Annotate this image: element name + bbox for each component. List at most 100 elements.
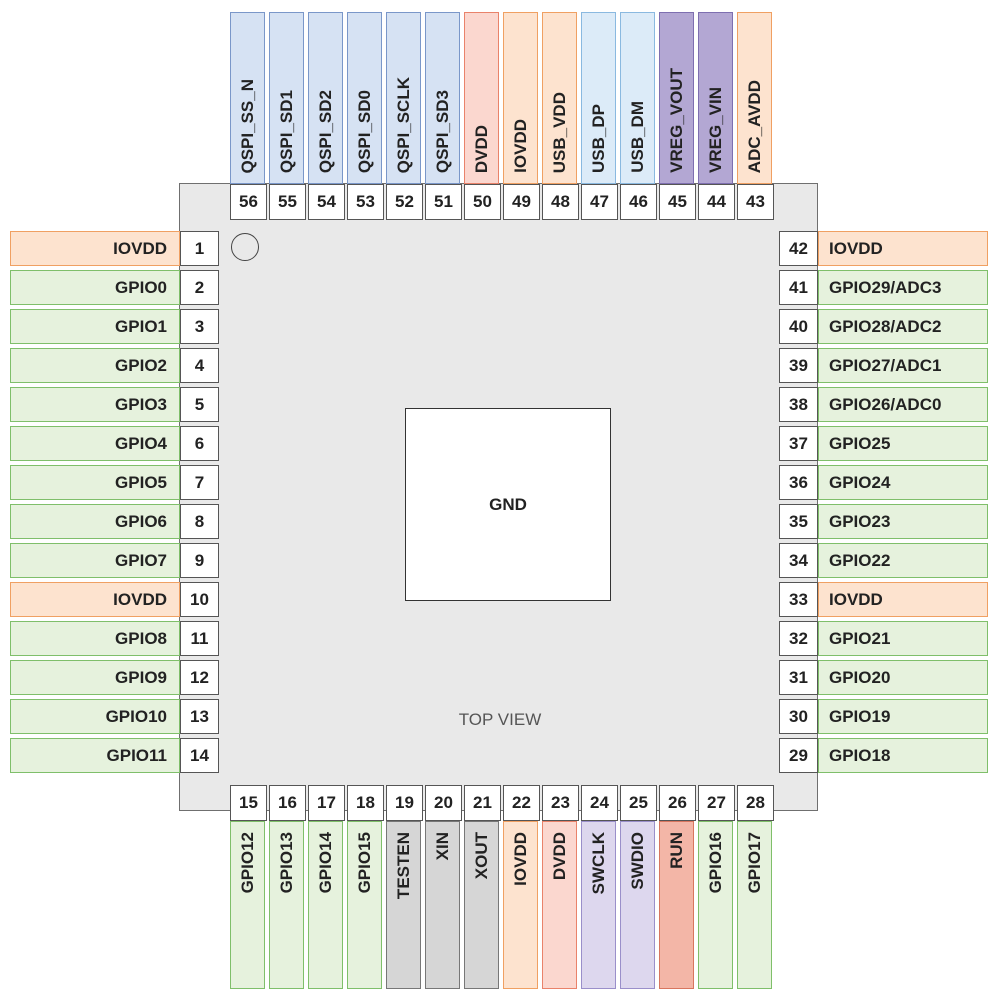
pin-label-text: ADC_AVDD <box>744 79 764 173</box>
pin-label-text: IOVDD <box>510 119 530 173</box>
pin-label: XIN <box>425 821 460 989</box>
pin-number: 23 <box>542 785 579 821</box>
pin-number: 30 <box>779 699 818 734</box>
pin-label: GPIO29/ADC3 <box>818 270 988 305</box>
pin-label-text: GPIO14 <box>315 832 335 894</box>
pin-label: VREG_VIN <box>698 12 733 184</box>
pin-label: GPIO18 <box>818 738 988 773</box>
pin-label-text: RUN <box>666 832 686 869</box>
pin-label-text: SWDIO <box>627 832 647 890</box>
pin-number: 42 <box>779 231 818 266</box>
pin-number: 17 <box>308 785 345 821</box>
pin-label: GPIO28/ADC2 <box>818 309 988 344</box>
pin-label-text: GPIO16 <box>705 832 725 894</box>
pin-label: QSPI_SD3 <box>425 12 460 184</box>
pin-number: 20 <box>425 785 462 821</box>
pin-number: 29 <box>779 738 818 773</box>
pin-number: 39 <box>779 348 818 383</box>
pin-label-text: GPIO15 <box>354 832 374 894</box>
pin-number: 13 <box>180 699 219 734</box>
pin-label: GPIO7 <box>10 543 180 578</box>
pin-label-text: GPIO17 <box>744 832 764 894</box>
pin-number: 25 <box>620 785 657 821</box>
pin-number: 10 <box>180 582 219 617</box>
pin-label-text: GPIO12 <box>237 832 257 894</box>
ground-pad-label: GND <box>489 494 527 514</box>
pin-number: 40 <box>779 309 818 344</box>
pin-label: IOVDD <box>10 231 180 266</box>
pin-label: GPIO25 <box>818 426 988 461</box>
pin-label: QSPI_SS_N <box>230 12 265 184</box>
pin-number: 44 <box>698 184 735 220</box>
pin-number: 32 <box>779 621 818 656</box>
pin-number: 36 <box>779 465 818 500</box>
pin-number: 41 <box>779 270 818 305</box>
pin-number: 52 <box>386 184 423 220</box>
pin-number: 47 <box>581 184 618 220</box>
pin-number: 11 <box>180 621 219 656</box>
pin-number: 22 <box>503 785 540 821</box>
pin-label-text: DVDD <box>549 832 569 881</box>
pin-label: QSPI_SD1 <box>269 12 304 184</box>
pin-number: 5 <box>180 387 219 422</box>
pin-label: QSPI_SD2 <box>308 12 343 184</box>
pin-label-text: GPIO13 <box>276 832 296 894</box>
pin-label: IOVDD <box>818 582 988 617</box>
pin-number: 26 <box>659 785 696 821</box>
pin-label: IOVDD <box>503 12 538 184</box>
pin-number: 15 <box>230 785 267 821</box>
pin-number: 16 <box>269 785 306 821</box>
pin-label: GPIO17 <box>737 821 772 989</box>
pin-number: 4 <box>180 348 219 383</box>
pin-label-text: QSPI_SCLK <box>393 76 413 173</box>
pin-number: 33 <box>779 582 818 617</box>
pin-label: GPIO3 <box>10 387 180 422</box>
pin-number: 6 <box>180 426 219 461</box>
pin-label: GPIO6 <box>10 504 180 539</box>
pin-label: USB_DM <box>620 12 655 184</box>
pin-number: 48 <box>542 184 579 220</box>
pin-label-text: TESTEN <box>393 832 413 900</box>
pin-label: IOVDD <box>818 231 988 266</box>
pin-label: GPIO10 <box>10 699 180 734</box>
pin-number: 8 <box>180 504 219 539</box>
pin-label: XOUT <box>464 821 499 989</box>
pin-label: GPIO22 <box>818 543 988 578</box>
pin-label-text: XOUT <box>471 832 491 880</box>
pin-number: 27 <box>698 785 735 821</box>
pin-number: 9 <box>180 543 219 578</box>
pin-number: 19 <box>386 785 423 821</box>
pin-label: ADC_AVDD <box>737 12 772 184</box>
pin-label: TESTEN <box>386 821 421 989</box>
pin-label: GPIO15 <box>347 821 382 989</box>
ground-pad: GND <box>405 408 611 601</box>
pin1-marker <box>231 233 259 261</box>
pin-label: GPIO11 <box>10 738 180 773</box>
pin-label: GPIO12 <box>230 821 265 989</box>
pin-label: GPIO23 <box>818 504 988 539</box>
pin-label-text: QSPI_SS_N <box>237 78 257 174</box>
pin-label: GPIO16 <box>698 821 733 989</box>
pin-label: GPIO2 <box>10 348 180 383</box>
pin-label-text: QSPI_SD3 <box>432 89 452 173</box>
pin-label: GPIO27/ADC1 <box>818 348 988 383</box>
view-label: TOP VIEW <box>458 710 542 729</box>
pin-label: VREG_VOUT <box>659 12 694 184</box>
pin-number: 43 <box>737 184 774 220</box>
pin-number: 34 <box>779 543 818 578</box>
pin-label-text: VREG_VIN <box>705 87 725 173</box>
pin-label: GPIO13 <box>269 821 304 989</box>
pin-label: GPIO1 <box>10 309 180 344</box>
pin-label: USB_VDD <box>542 12 577 184</box>
pin-label-text: QSPI_SD1 <box>276 89 296 173</box>
pin-label: GPIO9 <box>10 660 180 695</box>
pin-label: IOVDD <box>503 821 538 989</box>
pin-label: IOVDD <box>10 582 180 617</box>
pin-label: GPIO8 <box>10 621 180 656</box>
pin-label: GPIO24 <box>818 465 988 500</box>
pin-number: 3 <box>180 309 219 344</box>
pin-number: 28 <box>737 785 774 821</box>
pin-number: 35 <box>779 504 818 539</box>
pin-label-text: USB_DP <box>588 104 608 173</box>
pin-label-text: USB_DM <box>627 101 647 173</box>
